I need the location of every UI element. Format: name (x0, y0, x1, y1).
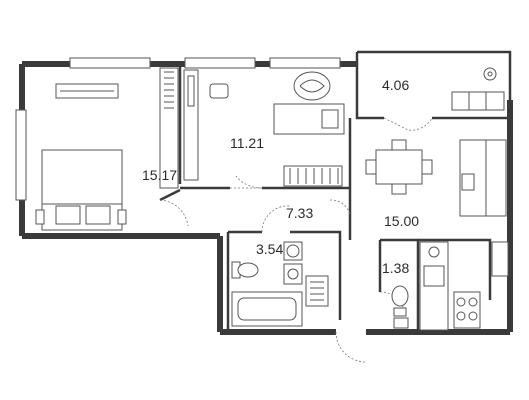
single-bed-icon (273, 103, 345, 135)
sofa-icon (459, 139, 507, 217)
windows (15, 57, 341, 201)
towel-rail-icon (305, 275, 329, 307)
dining-table-icon (365, 139, 433, 195)
wc-sink-icon (393, 317, 409, 329)
room-area-kitchen-living: 15.00 (384, 213, 419, 229)
wc-toilet-icon (391, 285, 409, 317)
interior-walls (159, 64, 492, 332)
radiator-icon (283, 165, 343, 187)
shelf-icon (55, 83, 119, 99)
room-area-wc: 1.38 (382, 260, 409, 276)
desk-icon (183, 69, 199, 181)
washer-icon (283, 241, 303, 261)
plant-icon (483, 67, 497, 81)
bed-icon (35, 149, 127, 231)
sink-icon (283, 263, 303, 285)
wardrobe-icon (159, 67, 179, 189)
room-area-bedroom-small: 11.21 (230, 135, 264, 151)
room-area-bedroom-large: 15.17 (142, 167, 177, 183)
fridge-icon (491, 241, 509, 277)
armchair-icon (293, 71, 331, 101)
chair-icon (209, 83, 229, 99)
room-area-bathroom: 3.54 (256, 241, 283, 257)
doors (159, 117, 433, 363)
bathtub-icon (231, 291, 303, 327)
room-area-hallway: 7.33 (286, 205, 313, 221)
toilet-icon (231, 261, 259, 279)
kitchen-counter-icon (419, 241, 481, 331)
balcony-sofa-icon (451, 91, 505, 111)
room-area-balcony: 4.06 (382, 77, 409, 93)
